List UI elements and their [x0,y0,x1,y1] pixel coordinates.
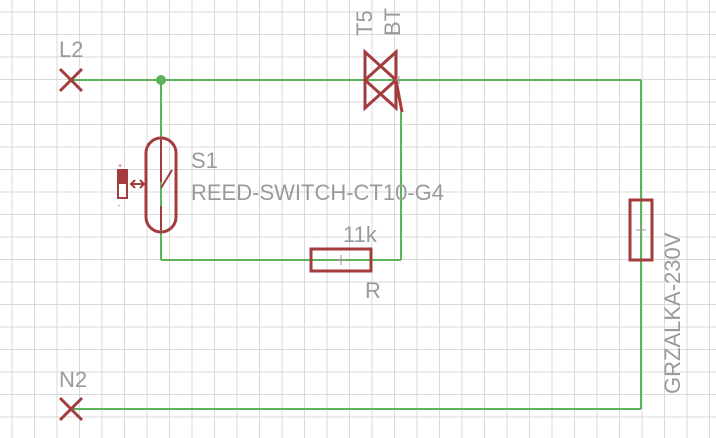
triac-value-label: BT [380,8,405,36]
wires [71,75,642,410]
terminal-l2[interactable]: L2 [58,37,84,93]
resistor-name-label: R [365,278,381,303]
svg-text:-: - [118,203,121,210]
reed-switch-name-label: S1 [191,148,218,173]
reed-switch-s1[interactable]: + - S1 REED-SWITCH-CT10-G4 [117,136,444,234]
reed-switch-value-label: REED-SWITCH-CT10-G4 [191,180,444,205]
resistor-icon [309,247,373,273]
triac-icon [362,48,404,113]
junction-dot[interactable] [156,75,166,85]
terminal-n2[interactable]: N2 [58,367,87,422]
terminal-l2-label: L2 [59,37,83,62]
resistor-r[interactable]: 11k R [309,222,381,303]
terminal-n2-label: N2 [59,367,87,392]
svg-text:+: + [118,163,122,170]
resistor-value-label: 11k [343,222,378,247]
heater-load[interactable]: GRZALKA-230V [628,198,685,394]
triac-t5[interactable]: T5 BT [352,8,405,113]
triac-name-label: T5 [352,10,377,36]
terminal-x-icon [58,67,84,93]
terminal-x-icon [58,396,84,422]
reed-switch-icon: + - [117,136,178,234]
heater-icon [628,198,654,262]
heater-label: GRZALKA-230V [660,232,685,394]
